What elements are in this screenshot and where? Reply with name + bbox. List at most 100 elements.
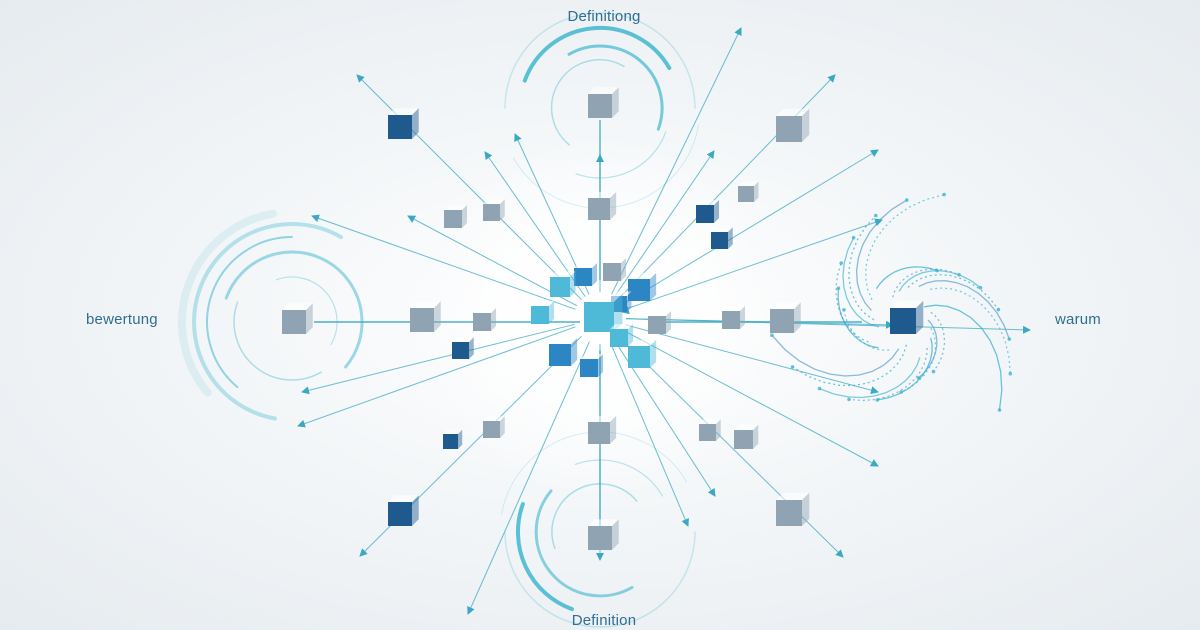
cube-top-face: [770, 302, 801, 309]
ring-left: [177, 209, 364, 421]
ring-top-arc: [522, 26, 672, 83]
arrow-icon: [407, 215, 578, 307]
ring-top-arc: [567, 44, 664, 131]
cube-top-face: [550, 271, 576, 277]
spiral-dot: [905, 198, 909, 202]
cube-front-face: [776, 116, 802, 142]
cube-top-face: [574, 262, 598, 268]
spiral-dot: [1008, 371, 1013, 376]
cube-top-face: [696, 199, 720, 205]
spiral-rings: [177, 12, 1013, 628]
spiral-dot: [931, 369, 936, 374]
cube-icon: [722, 305, 746, 329]
cube-icon: [483, 199, 505, 221]
arrow-icon: [622, 329, 879, 467]
cube-front-face: [388, 115, 412, 139]
cube-side-face: [614, 293, 623, 332]
arrow-icon: [311, 214, 576, 310]
spiral-stroke: [875, 266, 938, 290]
cube-side-face: [598, 353, 604, 377]
cube-front-face: [550, 277, 570, 297]
cube-icon: [588, 191, 617, 220]
spiral-stroke: [792, 344, 908, 387]
cube-front-face: [588, 198, 610, 220]
cube-top-face: [588, 415, 617, 422]
ring-bottom-arc: [501, 431, 688, 516]
cube-side-face: [612, 87, 619, 118]
cube-icon: [890, 300, 924, 334]
ring-left-arc: [276, 276, 338, 346]
cube-top-face: [388, 108, 419, 115]
cube-top-face: [452, 337, 474, 342]
cube-top-face: [738, 181, 759, 186]
ring-left-arc: [224, 250, 364, 369]
cube-front-face: [699, 424, 716, 441]
spiral-stroke: [848, 215, 877, 321]
spiral-stroke: [835, 262, 869, 343]
spiral-dot: [874, 213, 878, 218]
cube-side-face: [549, 300, 555, 324]
cube-top-face: [776, 108, 810, 116]
cube-icon: [738, 181, 759, 202]
cube-side-face: [621, 257, 627, 281]
cube-top-face: [473, 307, 497, 313]
ring-bottom-arc: [515, 502, 574, 612]
cube-side-face: [412, 495, 419, 526]
cube-front-face: [473, 313, 491, 331]
cube-top-face: [734, 424, 759, 430]
cube-side-face: [716, 419, 721, 441]
spiral-dot: [942, 192, 946, 197]
cube-side-face: [754, 181, 759, 202]
cube-front-face: [588, 526, 612, 550]
spiral-stroke: [930, 311, 946, 372]
cube-side-face: [571, 337, 578, 366]
cube-nodes: [282, 87, 924, 550]
cube-icon: [770, 302, 801, 333]
cube-icon: [388, 495, 419, 526]
spiral-dot: [836, 286, 841, 291]
cube-side-face: [500, 199, 505, 221]
arrow-icon: [610, 27, 742, 295]
cube-front-face: [738, 186, 754, 202]
spiral-dot: [847, 397, 851, 402]
cube-icon: [452, 337, 474, 359]
spiral-stroke: [930, 287, 1011, 374]
cube-top-face: [722, 305, 746, 311]
cube-icon: [696, 199, 720, 223]
ring-top-arc: [512, 124, 699, 209]
cube-icon: [574, 262, 598, 286]
cube-top-face: [483, 416, 505, 421]
cube-top-face: [610, 323, 634, 329]
cube-front-face: [696, 205, 714, 223]
ring-top-arc: [504, 12, 696, 109]
cube-icon: [699, 419, 721, 441]
cube-side-face: [916, 300, 924, 334]
cube-front-face: [770, 309, 794, 333]
cube-front-face: [648, 316, 666, 334]
cube-top-face: [584, 293, 623, 302]
cube-top-face: [410, 301, 441, 308]
cube-side-face: [469, 337, 474, 359]
cube-top-face: [628, 272, 657, 279]
ring-bottom-arc: [574, 459, 663, 497]
cube-icon: [648, 310, 672, 334]
cube-icon: [776, 108, 810, 142]
spiral-stroke: [837, 288, 879, 349]
cube-side-face: [740, 305, 746, 329]
spiral-stroke: [819, 357, 921, 399]
ring-bottom-arc: [534, 489, 634, 598]
cube-top-face: [549, 337, 578, 344]
cube-side-face: [802, 492, 810, 526]
cube-top-face: [444, 204, 468, 210]
cube-front-face: [580, 359, 598, 377]
ring-left-arc: [233, 301, 322, 381]
cube-top-face: [648, 310, 672, 316]
cube-side-face: [650, 339, 657, 368]
spiral-stroke: [892, 268, 960, 298]
cube-icon: [483, 416, 505, 438]
arrow-icon: [624, 218, 883, 310]
cube-icon: [588, 519, 619, 550]
cube-icon: [734, 424, 759, 449]
ring-top-arc: [575, 131, 667, 179]
label-definitiong: Definitiong: [567, 8, 641, 25]
